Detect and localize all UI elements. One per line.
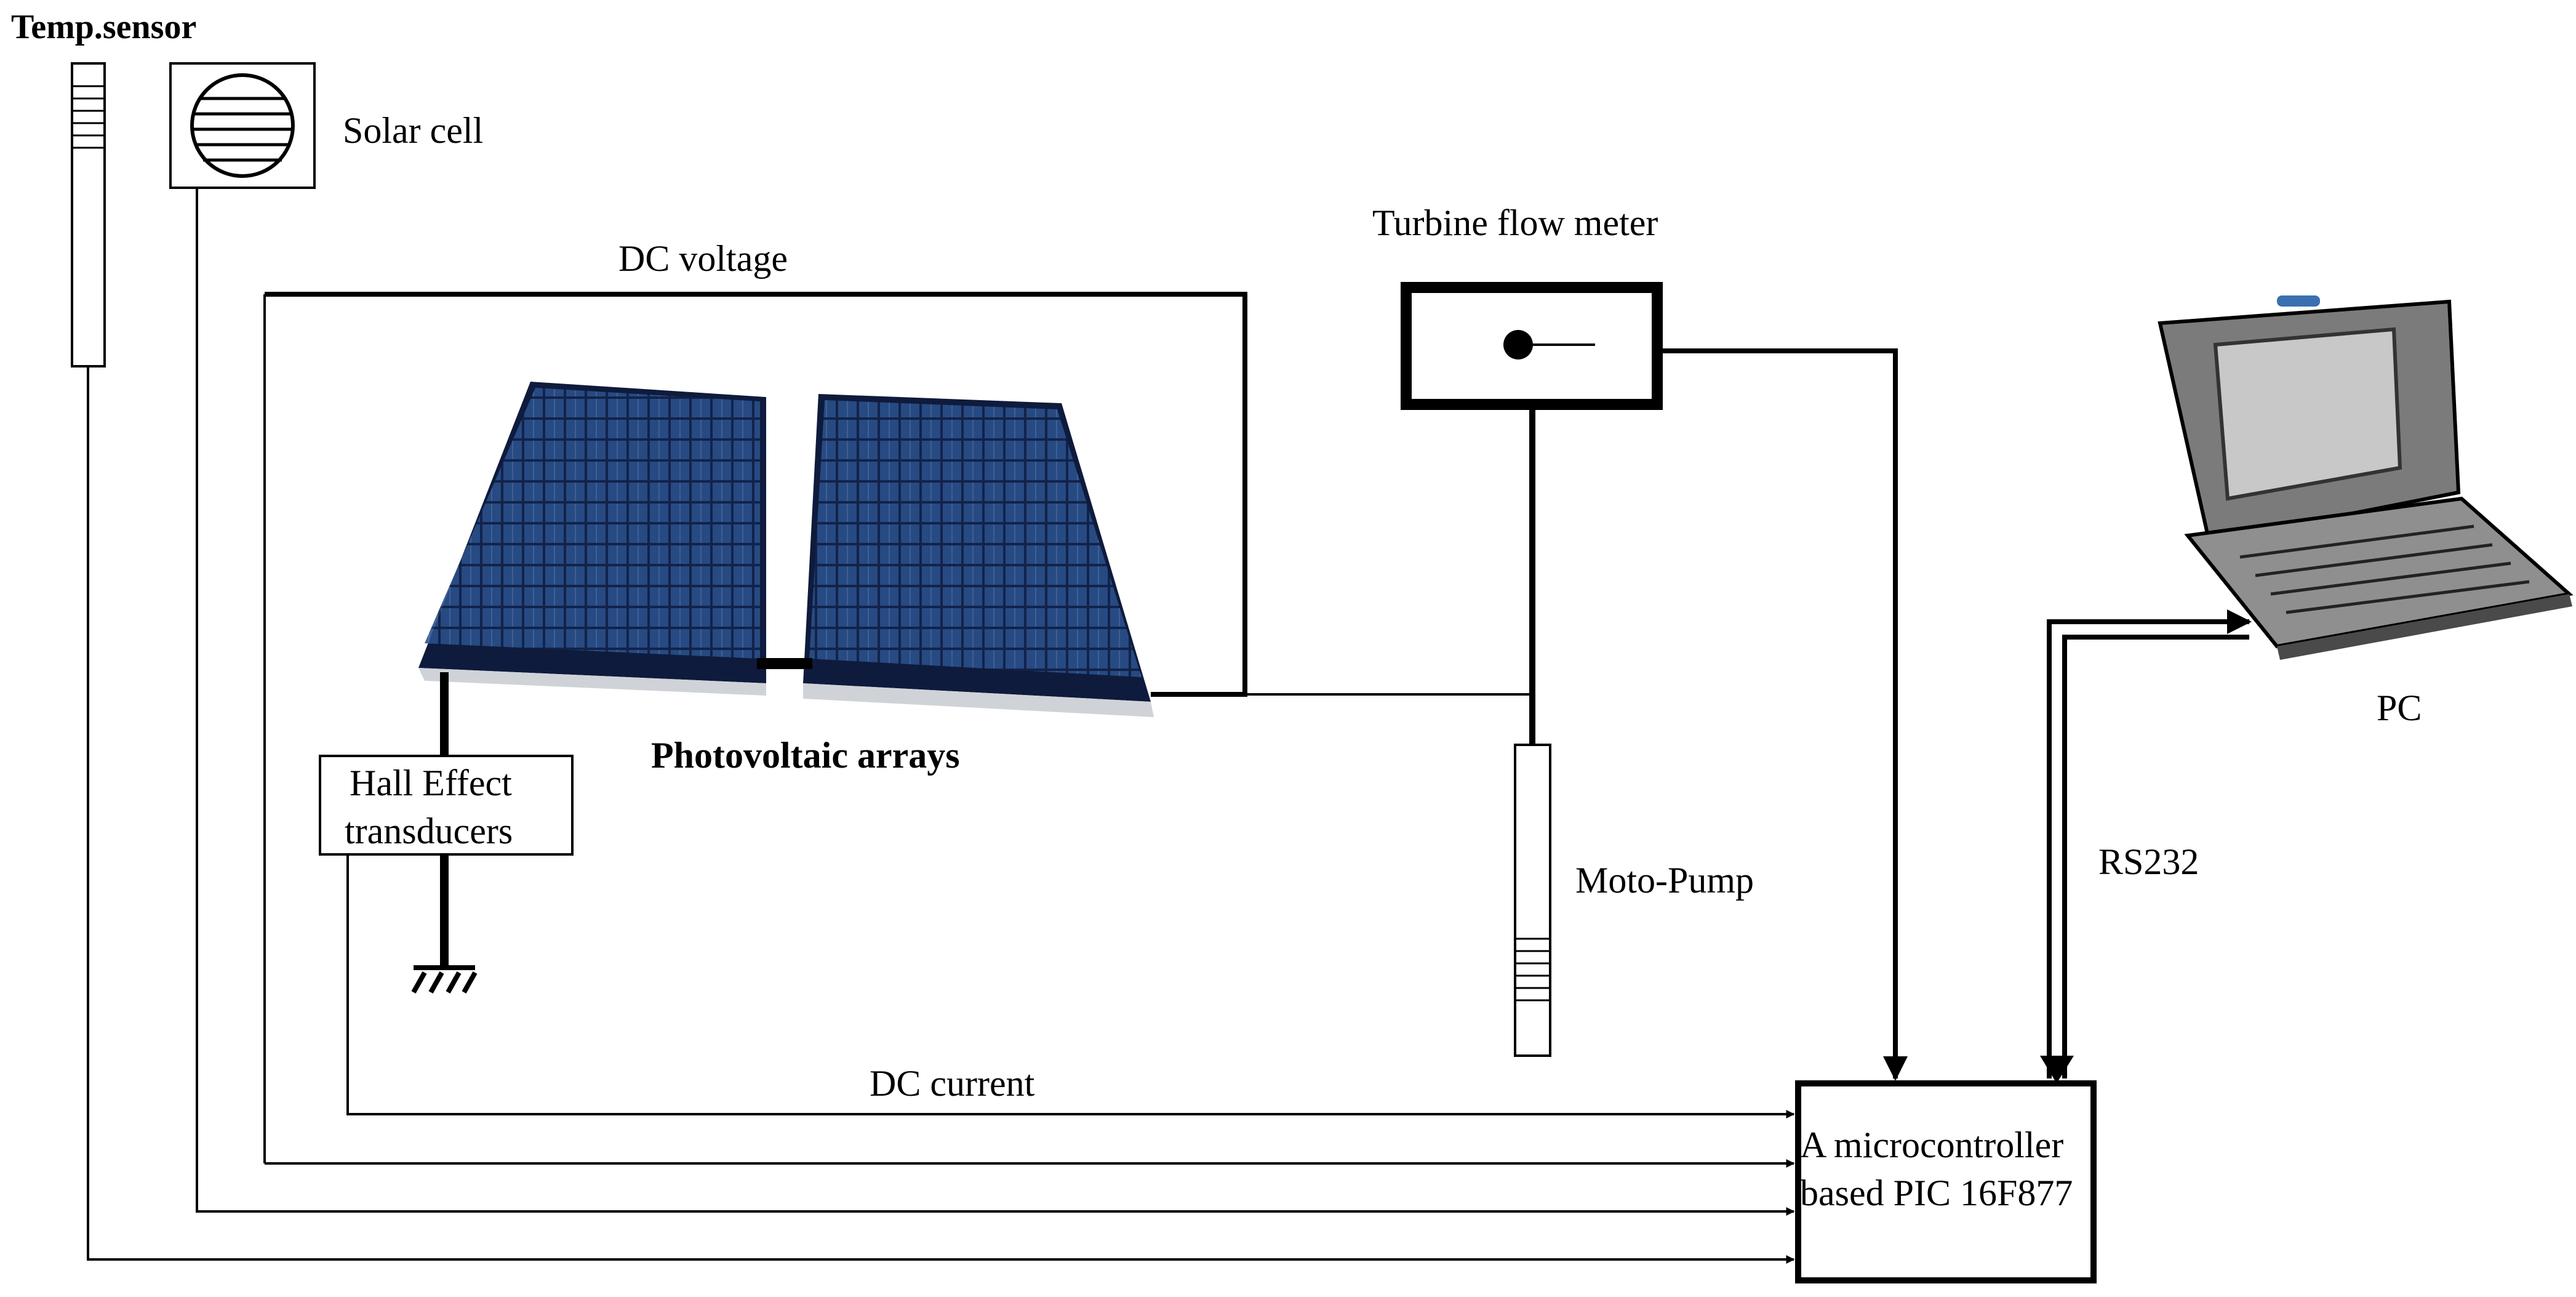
hall-effect-label-1: Hall Effect — [350, 763, 512, 803]
dc-current-wire — [346, 854, 1795, 1118]
flow-to-controller-wire — [1657, 348, 1908, 1081]
solar-cell-signal-wire — [196, 188, 1795, 1216]
rs232-arrow-to-controller — [2040, 1056, 2074, 1083]
hall-effect-box — [319, 755, 574, 856]
hall-effect-label-2: transducers — [345, 811, 513, 851]
solar-cell — [169, 62, 316, 189]
temp-sensor-signal-wire — [87, 366, 1795, 1264]
turbine-flow-meter-label: Turbine flow meter — [1372, 203, 1658, 243]
microcontroller-box — [1795, 1080, 2097, 1283]
rs232-link — [2047, 609, 2252, 1078]
moto-pump — [1514, 744, 1551, 1057]
microcontroller-label-2: based PIC 16F877 — [1800, 1173, 2073, 1213]
microcontroller-label-1: A microcontroller — [1800, 1125, 2063, 1165]
laptop-icon — [2158, 295, 2574, 660]
solar-cell-label: Solar cell — [343, 110, 483, 151]
rs232-label: RS232 — [2098, 841, 2199, 882]
dc-current-label: DC current — [870, 1063, 1035, 1104]
temp-sensor-label: Temp.sensor — [11, 8, 196, 46]
dc-voltage-label: DC voltage — [618, 238, 788, 279]
signal-wires — [87, 188, 1795, 1264]
pc-label: PC — [2377, 688, 2422, 728]
photovoltaic-arrays-label: Photovoltaic arrays — [651, 735, 960, 776]
temp-sensor — [71, 62, 106, 367]
moto-pump-label: Moto-Pump — [1575, 860, 1754, 901]
turbine-flow-meter — [1401, 282, 1663, 410]
ground-icon — [411, 965, 478, 994]
photovoltaic-arrays — [418, 382, 1154, 717]
